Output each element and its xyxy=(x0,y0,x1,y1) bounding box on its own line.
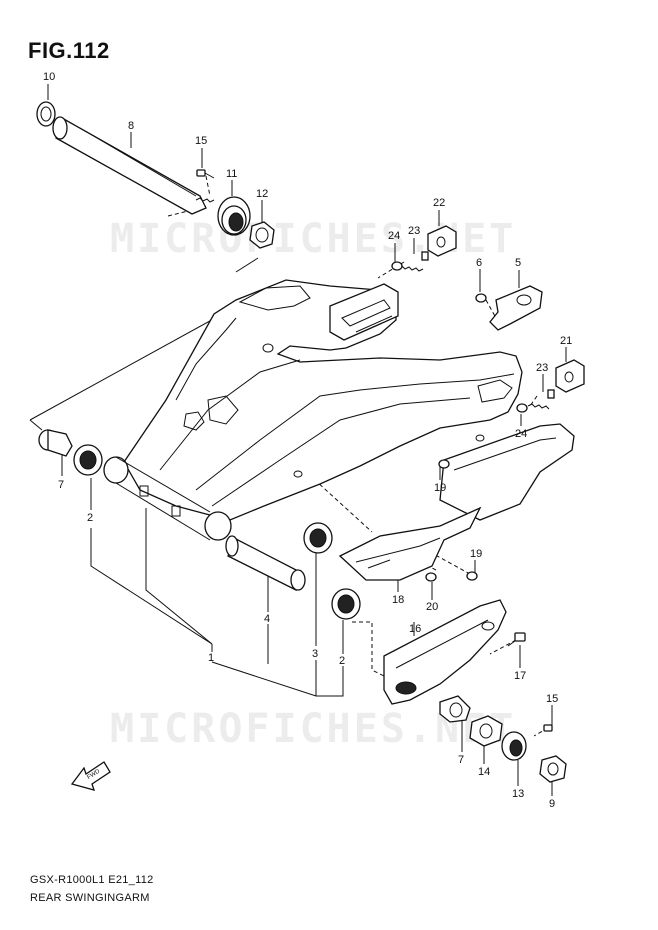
fwd-arrow-icon: FWD xyxy=(70,761,111,791)
part-16-chain-guard xyxy=(383,599,507,705)
part-2-bearing-left xyxy=(73,444,103,476)
part-4-collar-tube xyxy=(225,535,306,591)
part-14-lock-nut xyxy=(469,715,503,747)
callout-24-top: 24 xyxy=(388,230,400,242)
callout-5: 5 xyxy=(515,257,521,269)
callout-4: 4 xyxy=(264,613,270,625)
callout-8: 8 xyxy=(128,120,134,132)
part-23-bolt-top xyxy=(397,251,429,272)
callout-2-right: 2 xyxy=(339,655,345,667)
callout-19-lower: 19 xyxy=(470,548,482,560)
part-17-screw xyxy=(507,632,526,647)
callout-15-bottom: 15 xyxy=(546,693,558,705)
part-8-pivot-shaft xyxy=(52,116,215,215)
part-20-washer xyxy=(425,572,437,582)
part-chain-block xyxy=(329,283,399,341)
part-5-bracket xyxy=(489,285,543,331)
callout-7-right: 7 xyxy=(458,754,464,766)
part-15-bolt-top xyxy=(196,169,215,179)
part-7-collar-right xyxy=(439,695,471,723)
callout-17: 17 xyxy=(514,670,526,682)
part-15-bolt-bottom xyxy=(543,724,553,732)
figure-title: FIG.112 xyxy=(28,38,110,63)
part-22-plate xyxy=(427,225,457,257)
part-23-bolt-right xyxy=(527,389,555,410)
part-6-screw xyxy=(475,293,487,303)
callout-22: 22 xyxy=(433,197,445,209)
callout-7-left: 7 xyxy=(58,479,64,491)
callout-13: 13 xyxy=(512,788,524,800)
callout-14: 14 xyxy=(478,766,490,778)
part-11-adjuster xyxy=(217,196,251,236)
part-3-bearing xyxy=(303,522,333,554)
callout-21: 21 xyxy=(560,335,572,347)
callout-23-top: 23 xyxy=(408,225,420,237)
callout-3: 3 xyxy=(312,648,318,660)
part-19-screw-upper xyxy=(438,459,450,469)
callout-19-upper: 19 xyxy=(434,482,446,494)
part-9-nut xyxy=(539,755,567,783)
part-24-washer-right xyxy=(516,403,528,413)
part-10-bushing xyxy=(36,101,56,127)
callout-15-top: 15 xyxy=(195,135,207,147)
part-18-chain-cover xyxy=(338,506,482,581)
callout-10: 10 xyxy=(43,71,55,83)
callout-20: 20 xyxy=(426,601,438,613)
part-21-plate xyxy=(555,359,585,393)
callout-numbers: 10 8 15 11 12 22 23 24 6 5 21 23 24 7 2 … xyxy=(43,71,572,810)
callout-18: 18 xyxy=(392,594,404,606)
swingarm-body xyxy=(103,279,523,541)
figure-code: GSX-R1000L1 E21_112 xyxy=(30,874,154,886)
callout-24-right: 24 xyxy=(515,428,527,440)
part-13-adjuster xyxy=(501,731,527,761)
part-7-collar-left xyxy=(38,429,73,457)
callout-12: 12 xyxy=(256,188,268,200)
part-2-bearing-right xyxy=(331,588,361,620)
figure-name: REAR SWINGINGARM xyxy=(30,892,150,904)
callout-2-left: 2 xyxy=(87,512,93,524)
callout-1: 1 xyxy=(208,652,214,664)
callout-11: 11 xyxy=(226,168,237,180)
callout-16: 16 xyxy=(409,623,421,635)
part-chain-cover-upper xyxy=(439,423,575,521)
callout-6: 6 xyxy=(476,257,482,269)
callout-9: 9 xyxy=(549,798,555,810)
part-12-lock-nut xyxy=(249,221,275,249)
part-19-screw-lower xyxy=(466,571,478,581)
part-24-washer-top xyxy=(391,261,403,271)
callout-23-right: 23 xyxy=(536,362,548,374)
